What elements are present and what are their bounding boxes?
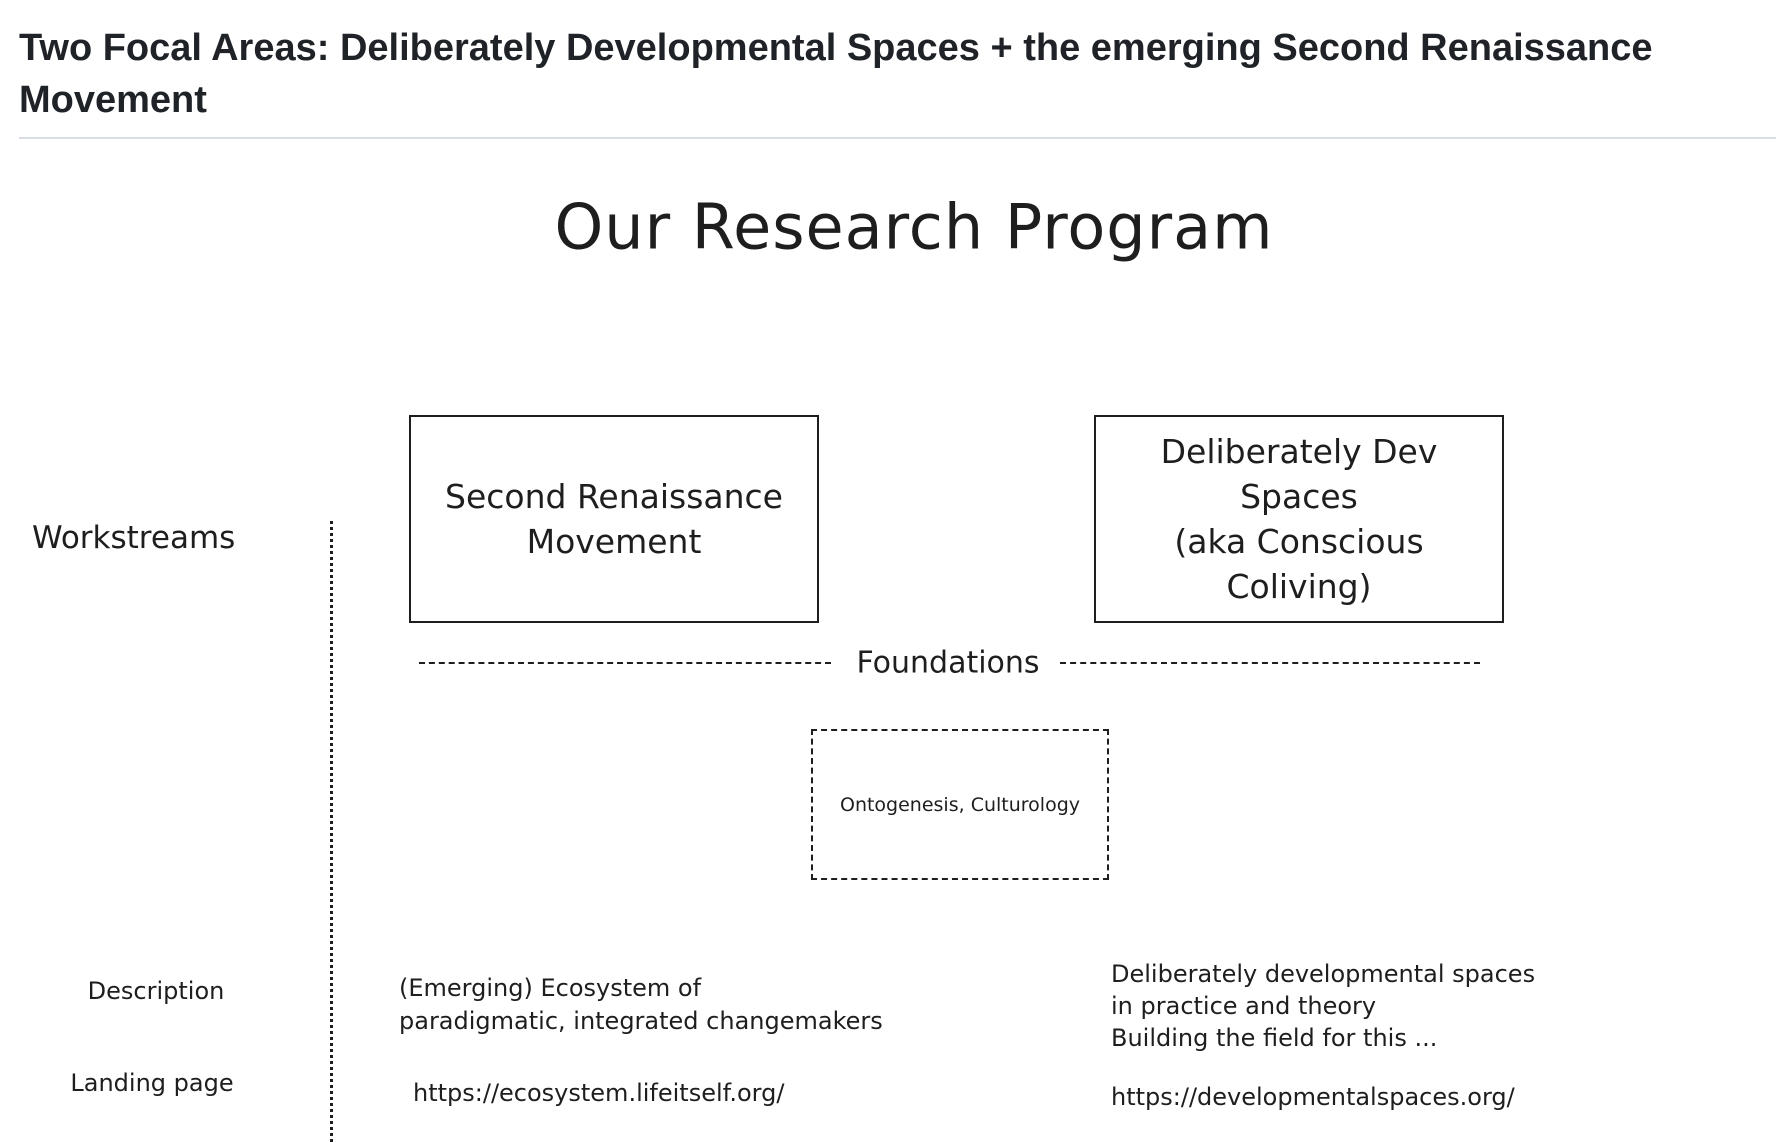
box-text-line: Movement: [526, 522, 702, 561]
vertical-dotted-divider: [330, 521, 333, 1142]
dds-landing-page-url: https://developmentalspaces.org/: [1111, 1083, 1515, 1111]
description-line: Deliberately developmental spaces: [1111, 960, 1536, 988]
foundations-label: Foundations: [856, 645, 1040, 681]
srm-landing-page-url: https://ecosystem.lifeitself.org/: [413, 1079, 785, 1107]
description-line: (Emerging) Ecosystem of: [399, 974, 702, 1002]
srm-description: (Emerging) Ecosystem of paradigmatic, in…: [399, 972, 883, 1038]
description-line: paradigmatic, integrated changemakers: [399, 1007, 883, 1035]
foundations-dashed-line-left: [419, 662, 831, 664]
box-text-line: Coliving): [1226, 567, 1372, 606]
foundations-box: Ontogenesis, Culturology: [811, 729, 1109, 880]
page-title: Two Focal Areas: Deliberately Developmen…: [19, 27, 1653, 121]
description-line: in practice and theory: [1111, 992, 1377, 1020]
landing-page-row-label: Landing page: [70, 1069, 234, 1097]
box-text-line: Spaces: [1240, 477, 1358, 516]
box-text-line: (aka Conscious: [1174, 522, 1424, 561]
workstream-box-deliberately-dev-spaces: Deliberately Dev Spaces (aka Conscious C…: [1094, 415, 1504, 623]
foundations-content: Ontogenesis, Culturology: [839, 793, 1080, 816]
workstreams-label: Workstreams: [32, 520, 236, 556]
dds-description: Deliberately developmental spaces in pra…: [1111, 958, 1535, 1054]
workstream-box-second-renaissance: Second Renaissance Movement: [409, 415, 819, 623]
box-text-line: Deliberately Dev: [1160, 432, 1438, 471]
description-line: Building the field for this ...: [1111, 1024, 1438, 1052]
title-divider: [19, 137, 1776, 139]
diagram-title: Our Research Program: [554, 190, 1274, 264]
description-row-label: Description: [87, 977, 225, 1005]
box-text-line: Second Renaissance: [445, 477, 783, 516]
foundations-dashed-line-right: [1060, 662, 1480, 664]
